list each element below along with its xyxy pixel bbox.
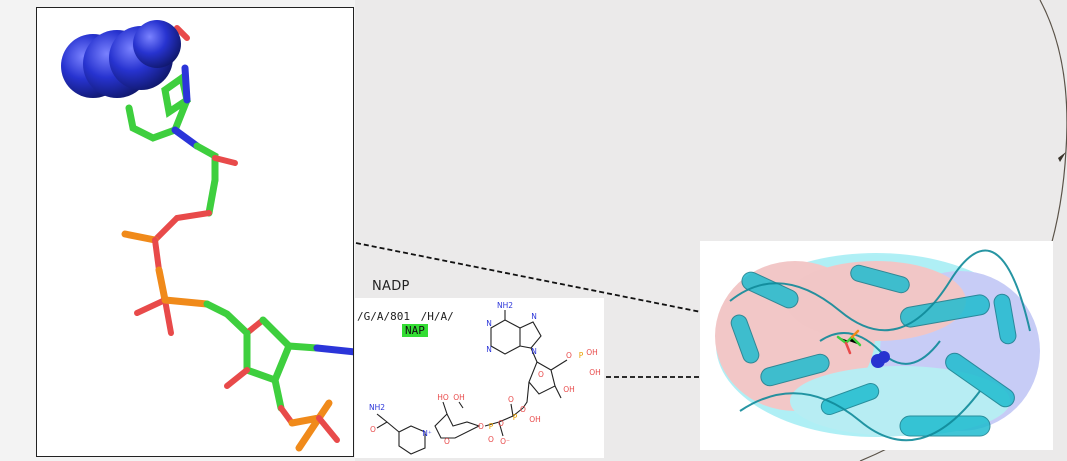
atom-label: HO — [437, 393, 449, 402]
atom-label: O — [538, 370, 544, 379]
atom-label: N — [486, 345, 492, 354]
atom-label: OH — [453, 393, 465, 402]
atom-label: P — [513, 413, 518, 422]
atom-label: OH — [589, 368, 601, 377]
atom-label: O — [498, 419, 504, 428]
atom-label: OH — [529, 415, 541, 424]
atom-label: O — [508, 395, 514, 404]
atom-label: O — [520, 405, 526, 414]
chemical-structure-panel: /G/A/801 /H/A/ NAP — [355, 298, 604, 458]
sphere-cluster — [61, 20, 181, 98]
chemical-structure-drawing: NH2 N N N N O O P OH OH OH O O P OH O P … — [369, 301, 601, 455]
atom-label: OH — [563, 385, 575, 394]
atom-label: O — [444, 437, 450, 446]
chain-id-label: /H/A/ — [420, 310, 454, 323]
atom-label: O — [566, 351, 572, 360]
atom-label: NH2 — [369, 403, 385, 412]
atom-label: N — [531, 347, 537, 356]
atom-label: O⁻ — [500, 437, 510, 446]
atom-label: O — [370, 425, 376, 434]
ligand-zoom-view — [36, 7, 354, 457]
atom-label: O — [488, 435, 494, 444]
ligand-name-label: NADP — [372, 279, 410, 294]
atom-label: N — [486, 319, 492, 328]
chain-id-labels: /G/A/801 /H/A/ — [357, 310, 458, 323]
atom-label: P — [489, 422, 494, 431]
residue-name-badge: NAP — [402, 324, 428, 337]
atom-label: P — [579, 351, 584, 360]
star-ornament-icon — [1058, 152, 1066, 162]
atom-label: N — [531, 312, 537, 321]
protein-structure-view — [700, 241, 1053, 450]
ligand-stick-model — [61, 20, 353, 452]
atom-label: NH2 — [497, 301, 513, 310]
atom-label: OH — [586, 348, 598, 357]
atom-label: N⁺ — [422, 429, 432, 438]
chain-id-label: /G/A/801 — [357, 310, 410, 323]
protein-surface-render — [700, 241, 1053, 450]
atom-label: O — [478, 422, 484, 431]
